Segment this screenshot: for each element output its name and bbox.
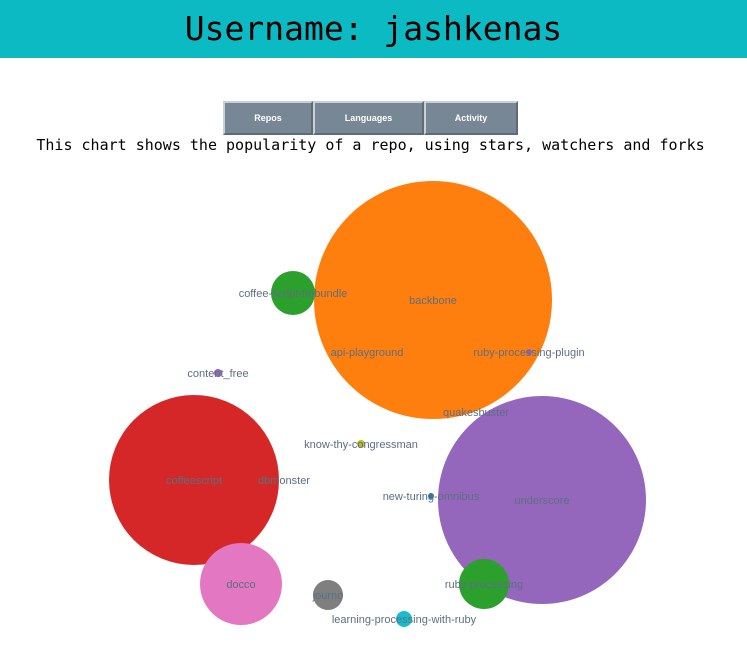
tab-languages[interactable]: Languages bbox=[313, 101, 424, 135]
bubble-label-dbmonster: dbmonster bbox=[258, 475, 310, 487]
bubble-docco[interactable] bbox=[200, 543, 282, 625]
bubble-backbone[interactable] bbox=[314, 181, 552, 419]
bubble-label-coffee-script-tmbundle: coffee-script-tmbundle bbox=[239, 288, 348, 300]
bubble-label-quakesbuster: quakesbuster bbox=[443, 407, 509, 419]
bubble-label-journo: journo bbox=[312, 590, 344, 602]
bubble-label-coffeescript: coffeescript bbox=[166, 475, 222, 487]
bubble-label-content-free: content_free bbox=[187, 368, 248, 380]
bubble-underscore[interactable] bbox=[438, 396, 646, 604]
tab-bar: Repos Languages Activity bbox=[223, 101, 518, 135]
tab-repos[interactable]: Repos bbox=[223, 101, 313, 135]
bubble-label-ruby-processing: ruby-processing bbox=[445, 579, 523, 591]
bubble-new-turing-omnibus[interactable] bbox=[428, 493, 434, 499]
bubble-ruby-processing[interactable] bbox=[459, 559, 509, 609]
bubble-ruby-processing-plugin[interactable] bbox=[526, 349, 532, 355]
bubble-know-thy-congressman[interactable] bbox=[357, 440, 365, 448]
bubble-label-new-turing-omnibus: new-turing-omnibus bbox=[383, 491, 480, 503]
page-title: Username: jashkenas bbox=[184, 9, 563, 48]
tab-activity[interactable]: Activity bbox=[424, 101, 518, 135]
bubble-label-docco: docco bbox=[226, 579, 255, 591]
bubble-label-ruby-processing-plugin: ruby-processing-plugin bbox=[473, 347, 584, 359]
bubble-label-api-playground: api-playground bbox=[331, 347, 404, 359]
chart-description: This chart shows the popularity of a rep… bbox=[36, 136, 705, 154]
bubble-chart: backbone underscore coffeescript docco coffe… bbox=[109, 181, 646, 627]
bubble-label-underscore: underscore bbox=[514, 495, 569, 507]
bubble-journo[interactable] bbox=[313, 580, 343, 610]
bubble-label-backbone: backbone bbox=[409, 295, 457, 307]
bubble-learning-processing-with-ruby[interactable] bbox=[396, 611, 412, 627]
bubble-label-know-thy-congressman: know-thy-congressman bbox=[304, 439, 418, 451]
bubble-coffee-script-tmbundle[interactable] bbox=[271, 271, 315, 315]
bubble-coffeescript[interactable] bbox=[109, 395, 279, 565]
bubble-label-learning-processing-with-ruby: learning-processing-with-ruby bbox=[332, 614, 477, 626]
bubble-content-free[interactable] bbox=[214, 369, 222, 377]
header-bar: Username: jashkenas bbox=[0, 0, 747, 58]
